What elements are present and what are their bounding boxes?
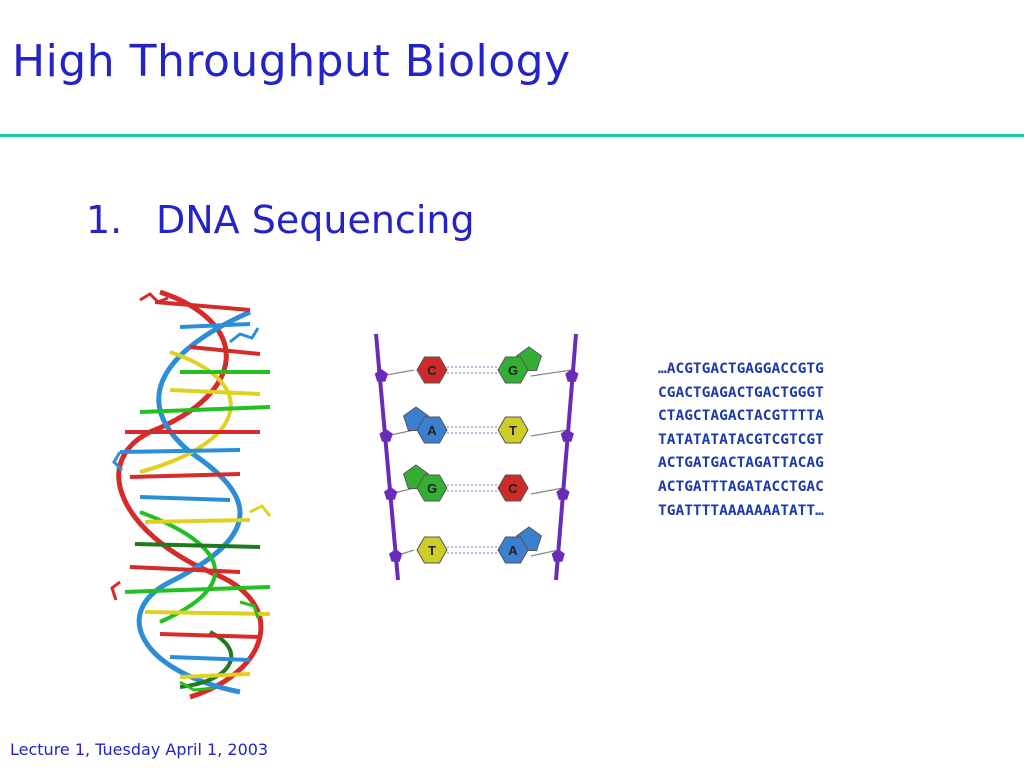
list-number: 1. — [86, 198, 123, 242]
base-letter: C — [427, 363, 437, 378]
list-item: 1. DNA Sequencing — [86, 198, 475, 242]
sequence-line: TATATATATACGTCGTCGT — [658, 431, 824, 448]
base-C-right-2: C — [497, 474, 529, 502]
dna-helix-image — [110, 289, 272, 700]
sugar-link — [530, 487, 564, 495]
phosphate-left — [384, 487, 398, 500]
base-T-right-1: T — [497, 416, 529, 444]
phosphate-right — [560, 429, 574, 442]
base-T-left-3: T — [416, 536, 448, 564]
phosphate-left — [389, 549, 403, 562]
base-letter: A — [427, 423, 437, 438]
sugar-link — [530, 549, 559, 557]
phosphate-right — [551, 549, 565, 562]
sequence-line: ACTGATTTAGATACCTGAC — [658, 478, 824, 495]
base-G-right-0: G — [497, 346, 542, 384]
base-A-right-3: A — [497, 526, 542, 564]
base-G-left-2: G — [403, 464, 448, 502]
sequence-line: …ACGTGACTGAGGACCGTG — [658, 361, 824, 377]
slide-footer: Lecture 1, Tuesday April 1, 2003 — [10, 740, 269, 759]
sugar-link — [530, 369, 572, 377]
base-letter: A — [508, 543, 518, 558]
base-letter: T — [428, 543, 436, 558]
list-text: DNA Sequencing — [156, 198, 475, 242]
base-pair-diagram: C G A T G C T A — [374, 333, 579, 581]
phosphate-left — [374, 369, 388, 382]
sugar-link — [530, 429, 568, 437]
phosphate-right — [565, 369, 579, 382]
slide-title: High Throughput Biology — [12, 36, 571, 87]
base-A-left-1: A — [403, 406, 448, 444]
sequence-line: CTAGCTAGACTACGTTTTA — [658, 408, 824, 425]
base-letter: G — [427, 481, 437, 496]
base-C-left-0: C — [416, 356, 448, 384]
sequence-line: CGACTGAGACTGACTGGGT — [658, 384, 824, 401]
dna-sequence-text: …ACGTGACTGAGGACCGTG CGACTGAGACTGACTGGGT … — [658, 358, 824, 523]
sequence-line: TGATTTTAAAAAAATATT… — [658, 502, 824, 519]
phosphate-right — [556, 487, 570, 500]
base-letter: G — [508, 363, 518, 378]
base-letter: C — [508, 481, 518, 496]
sequence-line: ACTGATGACTAGATTACAG — [658, 455, 824, 472]
phosphate-left — [379, 429, 393, 442]
base-letter: T — [509, 423, 517, 438]
title-divider — [0, 134, 1024, 137]
